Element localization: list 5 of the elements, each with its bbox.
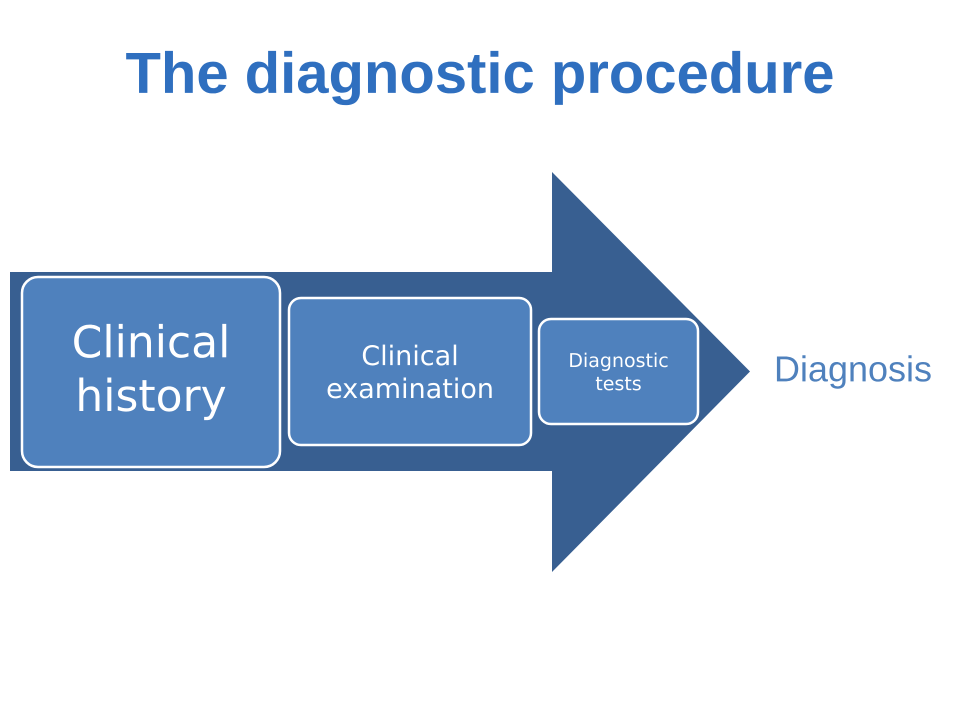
process-box: Clinical examination (288, 296, 532, 446)
result-label: Diagnosis (776, 355, 931, 389)
process-box: Clinical history (20, 276, 282, 468)
title: The diagnostic procedure (126, 50, 833, 106)
process-box: Diagnostic tests (538, 318, 700, 426)
